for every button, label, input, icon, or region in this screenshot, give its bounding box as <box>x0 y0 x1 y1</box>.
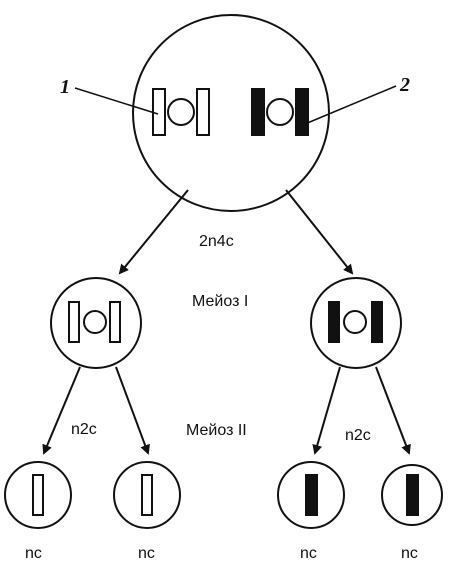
meiosis-1-label: Мейоз I <box>192 293 249 310</box>
daughter-cell-left <box>50 277 142 369</box>
pointer-line-1 <box>74 87 159 115</box>
daughter-cell-right <box>310 277 402 369</box>
gamete-label-1: nc <box>25 545 42 562</box>
arrow-right-to-gamete-3 <box>312 366 341 455</box>
meiosis-2-label: Мейоз II <box>186 422 247 439</box>
arrow-left-to-gamete-1 <box>42 366 81 455</box>
gamete-2 <box>113 461 181 529</box>
marker-label-1: 1 <box>60 76 70 98</box>
pointer-line-2 <box>304 85 397 125</box>
gamete-3 <box>277 461 345 529</box>
ploidy-label-parent: 2n4c <box>199 233 234 250</box>
parent-cell <box>132 14 330 212</box>
gamete-1 <box>4 461 72 529</box>
arrow-left-to-gamete-2 <box>115 366 150 455</box>
gamete-label-3: nc <box>300 545 317 562</box>
arrow-parent-left <box>118 189 189 275</box>
gamete-label-4: nc <box>401 545 418 562</box>
marker-label-2: 2 <box>400 74 410 96</box>
white-chromosome-pair <box>152 88 210 136</box>
gamete-4 <box>381 464 443 526</box>
arrow-right-to-gamete-4 <box>375 366 411 455</box>
arrow-parent-right <box>285 189 354 275</box>
ploidy-label-left: n2c <box>71 421 97 438</box>
ploidy-label-right: n2c <box>345 427 371 444</box>
gamete-label-2: nc <box>138 545 155 562</box>
